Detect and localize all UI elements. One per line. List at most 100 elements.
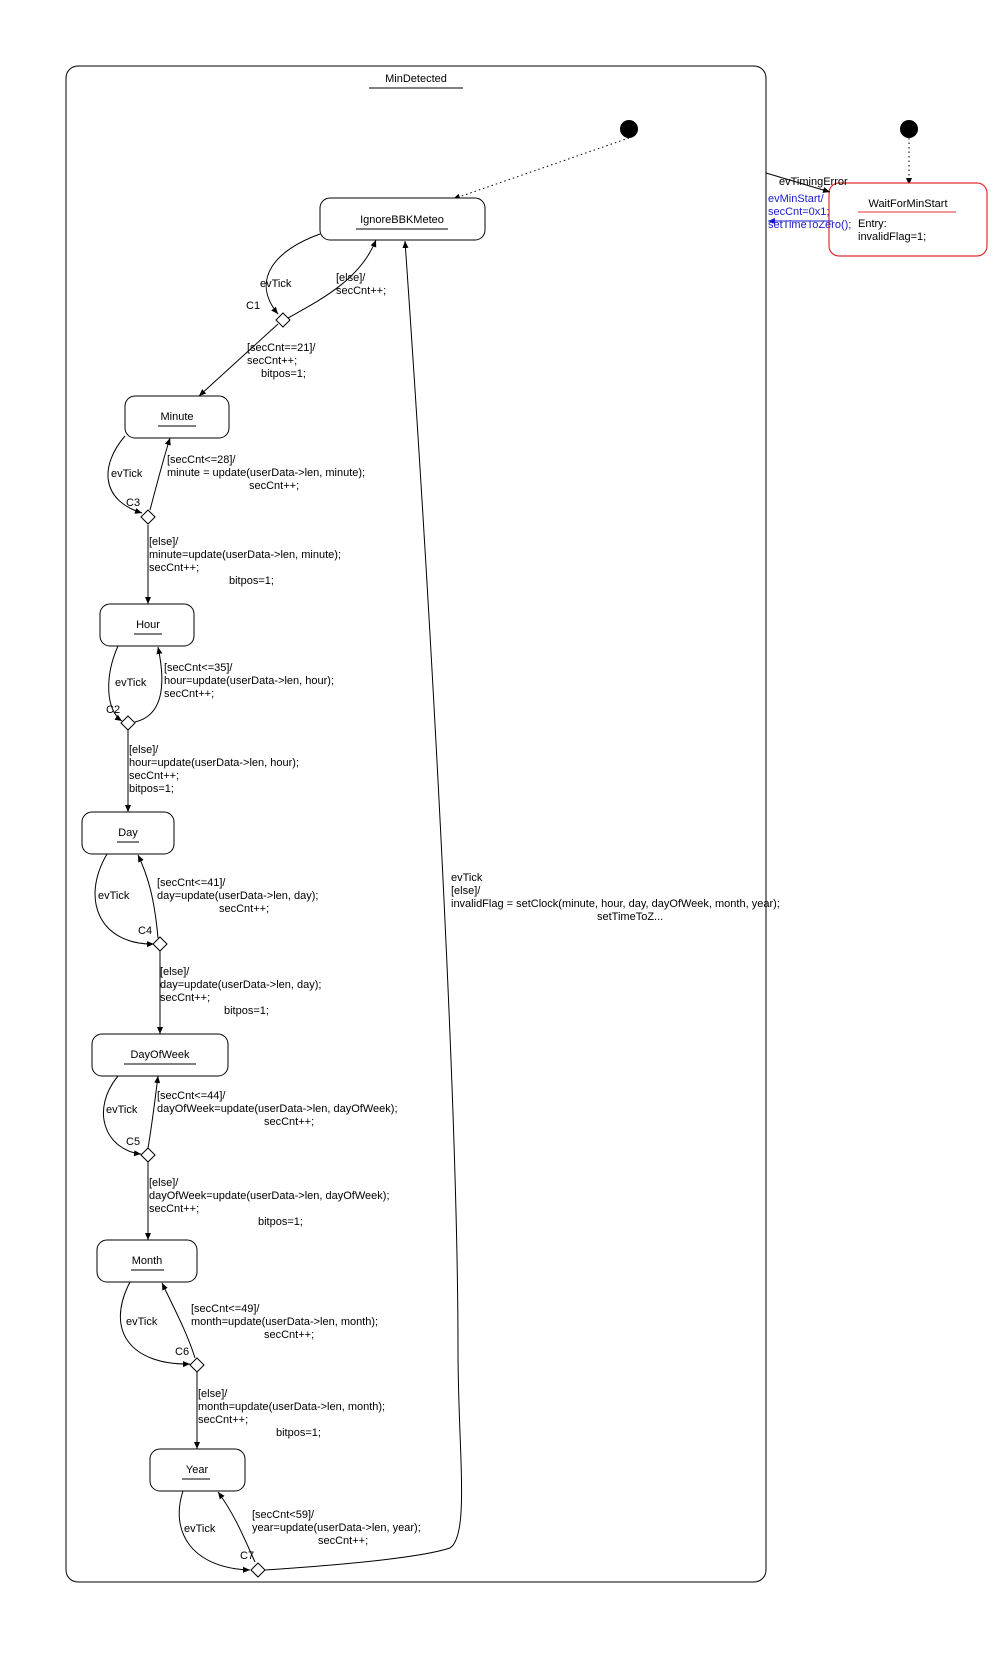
label-month-year-4: bitpos=1; [276, 1427, 321, 1439]
label-year-tick: evTick [184, 1523, 216, 1535]
state-year[interactable]: Year [149, 1448, 246, 1492]
transition-ignore-tick [265, 233, 321, 315]
label-minute-self-1: [secCnt<=28]/ [167, 454, 236, 466]
label-dow-self-3: secCnt++; [264, 1116, 314, 1128]
label-year-back-3: invalidFlag = setClock(minute, hour, day… [451, 898, 780, 910]
label-day-dow-2: day=update(userData->len, day); [160, 979, 321, 991]
label-timing-error: evTimingError [779, 176, 848, 188]
label-hour-tick: evTick [115, 677, 147, 689]
label-min-start-2: secCnt=0x1; [768, 206, 829, 218]
transition-c1-else [287, 239, 377, 319]
choice-c5-label: C5 [126, 1136, 140, 1148]
state-day-of-week-label: DayOfWeek [130, 1049, 190, 1061]
transition-timing-error [765, 172, 831, 193]
label-ignore-else-2: secCnt++; [336, 285, 386, 297]
label-minute-hour-1: [else]/ [149, 536, 179, 548]
state-hour[interactable]: Hour [99, 603, 195, 647]
label-year-self-1: [secCnt<59]/ [252, 1509, 315, 1521]
label-dow-self-1: [secCnt<=44]/ [157, 1090, 226, 1102]
state-year-label: Year [186, 1464, 209, 1476]
label-min-start-3: setTimeToZero(); [768, 219, 851, 231]
choice-c2 [120, 715, 136, 731]
label-month-tick: evTick [126, 1316, 158, 1328]
choice-c4-label: C4 [138, 925, 152, 937]
transition-c7-back-to-ignore [264, 240, 463, 1571]
choice-c6 [189, 1357, 205, 1373]
state-day-of-week[interactable]: DayOfWeek [91, 1033, 229, 1077]
label-year-back-4: setTimeToZ... [597, 911, 663, 923]
state-min-detected[interactable]: MinDetected [65, 65, 767, 1583]
choice-c4 [152, 936, 168, 952]
choice-c2-label: C2 [106, 704, 120, 716]
label-dow-month-3: secCnt++; [149, 1203, 199, 1215]
choice-c7-label: C7 [240, 1550, 254, 1562]
label-day-tick: evTick [98, 890, 130, 902]
state-wait-for-min-start[interactable]: WaitForMinStart Entry: invalidFlag=1; [828, 182, 988, 257]
transition-c3-self [149, 437, 171, 511]
state-minute[interactable]: Minute [124, 395, 230, 439]
label-hour-day-4: bitpos=1; [129, 783, 174, 795]
label-year-self-2: year=update(userData->len, year); [252, 1522, 421, 1534]
choice-c3 [140, 509, 156, 525]
label-day-dow-3: secCnt++; [160, 992, 210, 1004]
initial-pseudostate-outer [900, 120, 918, 138]
label-year-self-3: secCnt++; [318, 1535, 368, 1547]
label-month-self-2: month=update(userData->len, month); [191, 1316, 378, 1328]
label-minute-hour-4: bitpos=1; [229, 575, 274, 587]
state-hour-label: Hour [136, 619, 160, 631]
label-month-year-3: secCnt++; [198, 1414, 248, 1426]
transition-minute-tick [107, 435, 143, 514]
transition-c2-self [134, 646, 163, 723]
label-minute-self-3: secCnt++; [249, 480, 299, 492]
wait-entry-line-1: Entry: [858, 218, 887, 230]
choice-c6-label: C6 [175, 1346, 189, 1358]
label-minute-tick: evTick [111, 468, 143, 480]
label-day-self-3: secCnt++; [219, 903, 269, 915]
transition-month-tick [119, 1281, 191, 1368]
transition-hour-tick [108, 645, 123, 722]
wait-entry-line-2: invalidFlag=1; [858, 231, 926, 243]
label-minute-self-2: minute = update(userData->len, minute); [167, 467, 365, 479]
choice-c5 [140, 1147, 156, 1163]
label-c1-minute-2: secCnt++; [247, 355, 297, 367]
transition-c5-self [147, 1075, 161, 1149]
label-minute-hour-2: minute=update(userData->len, minute); [149, 549, 341, 561]
label-month-self-1: [secCnt<=49]/ [191, 1303, 260, 1315]
label-hour-self-1: [secCnt<=35]/ [164, 662, 233, 674]
transition-c1-to-minute [198, 323, 279, 397]
label-min-start-1: evMinStart/ [768, 193, 825, 205]
state-ignore-bbk-meteo-label: IgnoreBBKMeteo [360, 214, 444, 226]
transition-dow-tick [103, 1075, 142, 1157]
label-dow-self-2: dayOfWeek=update(userData->len, dayOfWee… [157, 1103, 398, 1115]
label-month-year-1: [else]/ [198, 1388, 228, 1400]
transition-c4-self [137, 854, 159, 939]
label-hour-self-2: hour=update(userData->len, hour); [164, 675, 334, 687]
state-month-label: Month [132, 1255, 163, 1267]
transition-c7-self [217, 1491, 256, 1563]
transition-year-tick [178, 1490, 251, 1573]
label-hour-day-3: secCnt++; [129, 770, 179, 782]
label-hour-self-3: secCnt++; [164, 688, 214, 700]
label-hour-day-2: hour=update(userData->len, hour); [129, 757, 299, 769]
label-ignore-tick: evTick [260, 278, 292, 290]
state-month[interactable]: Month [96, 1239, 198, 1283]
label-year-back-2: [else]/ [451, 885, 481, 897]
state-ignore-bbk-meteo[interactable]: IgnoreBBKMeteo [319, 197, 486, 241]
label-hour-day-1: [else]/ [129, 744, 159, 756]
label-dow-month-1: [else]/ [149, 1177, 179, 1189]
label-month-self-3: secCnt++; [264, 1329, 314, 1341]
label-dow-tick: evTick [106, 1104, 138, 1116]
choice-c3-label: C3 [126, 497, 140, 509]
label-ignore-else-1: [else]/ [336, 272, 366, 284]
state-day[interactable]: Day [81, 811, 175, 855]
label-day-dow-1: [else]/ [160, 966, 190, 978]
state-minute-label: Minute [160, 411, 193, 423]
initial-pseudostate-inner [620, 120, 638, 138]
state-wait-for-min-start-label: WaitForMinStart [868, 198, 947, 210]
label-day-self-1: [secCnt<=41]/ [157, 877, 226, 889]
label-year-back-1: evTick [451, 872, 483, 884]
label-c1-minute-3: bitpos=1; [261, 368, 306, 380]
label-c1-minute-1: [secCnt==21]/ [247, 342, 316, 354]
choice-c7 [250, 1562, 266, 1578]
